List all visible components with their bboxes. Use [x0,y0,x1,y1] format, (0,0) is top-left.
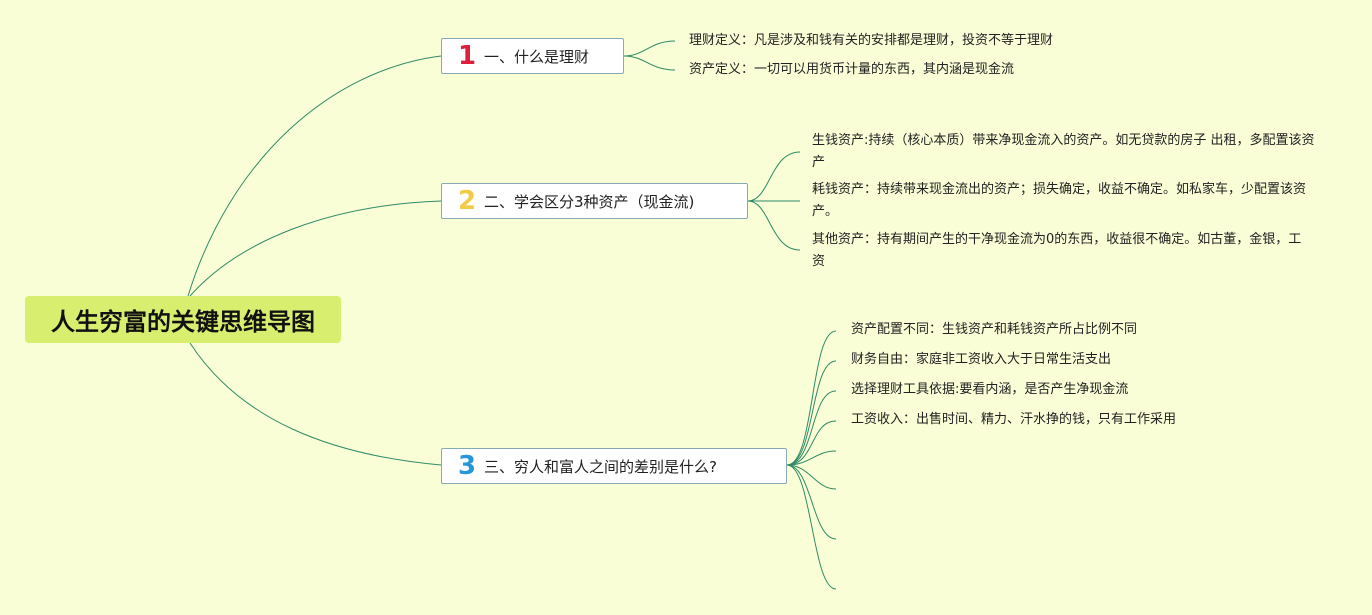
root-to-branch-1-line [187,55,442,297]
branch-1-child-2-line [623,55,676,71]
branch-3-empty-line-4 [786,464,837,590]
subtopic-choose-tools[interactable]: 选择理财工具依据:要看内涵，是否产生净现金流 [851,382,1129,397]
branch-topic-3-label: 三、穷人和富人之间的差别是什么? [484,457,717,476]
branch-topic-1[interactable]: 1 一、什么是理财 [441,38,624,74]
branch-topic-2-label: 二、学会区分3种资产（现金流) [484,192,695,211]
subtopic-other-asset[interactable]: 其他资产：持有期间产生的干净现金流为0的东西，收益很不确定。如古董，金银，工资 [812,232,1302,269]
branch-topic-1-label: 一、什么是理财 [484,47,590,66]
branch-3-child-2-line [786,360,837,466]
subtopic-definition-finance[interactable]: 理财定义：凡是涉及和钱有关的安排都是理财，投资不等于理财 [689,33,1054,48]
number-3-icon: 3 [458,451,477,481]
number-1-icon: 1 [458,41,477,71]
branch-1-child-1-line [623,40,676,57]
branch-3-empty-line-3 [786,464,837,540]
subtopic-financial-freedom[interactable]: 财务自由：家庭非工资收入大于日常生活支出 [851,352,1112,367]
branch-3-child-3-line [786,390,837,466]
root-topic[interactable]: 人生穷富的关键思维导图 [25,296,341,343]
branch-topic-2[interactable]: 2 二、学会区分3种资产（现金流) [441,183,748,219]
branch-3-empty-line-2 [786,464,837,490]
branch-3-empty-line-1 [786,450,837,466]
number-2-icon: 2 [458,186,477,216]
branch-topic-3[interactable]: 3 三、穷人和富人之间的差别是什么? [441,448,787,484]
root-to-branch-3-line [189,342,442,466]
branch-3-child-1-line [786,330,837,466]
subtopic-wage-income[interactable]: 工资收入：出售时间、精力、汗水挣的钱，只有工作采用 [851,412,1177,427]
subtopic-definition-asset[interactable]: 资产定义：一切可以用货币计量的东西，其内涵是现金流 [689,62,1015,77]
branch-2-child-3-line [747,200,801,251]
root-to-branch-2-line [189,200,442,297]
subtopic-money-consuming-asset[interactable]: 耗钱资产：持续带来现金流出的资产；损失确定，收益不确定。如私家车，少配置该资产。 [812,182,1307,219]
branch-3-child-4-line [786,420,837,466]
subtopic-money-making-asset[interactable]: 生钱资产:持续（核心本质）带来净现金流入的资产。如无贷款的房子 出租，多配置该资… [812,133,1315,170]
subtopic-asset-allocation[interactable]: 资产配置不同：生钱资产和耗钱资产所占比例不同 [851,322,1138,337]
branch-2-child-1-line [747,151,801,202]
